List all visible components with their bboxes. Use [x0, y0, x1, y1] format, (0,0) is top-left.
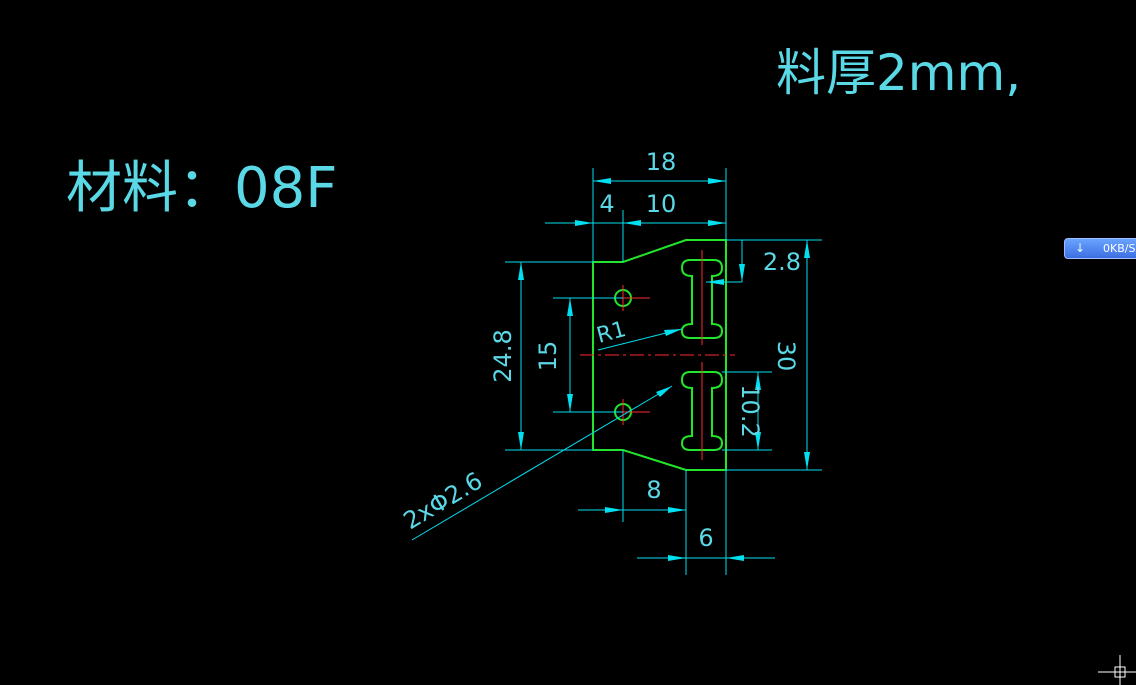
- dim-slot-length: 10.2: [736, 384, 764, 437]
- upper-slot: [680, 259, 724, 339]
- dim-bottom-6: 6: [698, 524, 713, 552]
- material-note: 材料：08F: [66, 156, 337, 221]
- dim-width-left: 4: [599, 190, 614, 218]
- download-arrow-icon: ↓: [1075, 241, 1086, 255]
- dim-height-left: 24.8: [489, 329, 517, 382]
- dim-width-total: 18: [646, 148, 677, 176]
- network-speed-badge[interactable]: ↓ 0KB/S: [1064, 238, 1136, 259]
- dim-height-total: 30: [772, 341, 800, 372]
- center-lines: [580, 250, 735, 460]
- thickness-note: 料厚2mm,: [776, 44, 1021, 102]
- dim-bottom-8: 8: [646, 476, 661, 504]
- dim-hole-spacing: 15: [534, 341, 562, 372]
- crosshair-cursor-icon: [1098, 655, 1136, 685]
- dimension-lines: [411, 168, 822, 575]
- dimension-arrows: [518, 178, 810, 561]
- dim-holes: 2xΦ2.6: [399, 467, 488, 536]
- dim-top-offset: 2.8: [763, 248, 801, 276]
- network-rate: 0KB/S: [1103, 242, 1136, 255]
- lower-slot: [680, 371, 724, 451]
- dim-width-right: 10: [646, 190, 677, 218]
